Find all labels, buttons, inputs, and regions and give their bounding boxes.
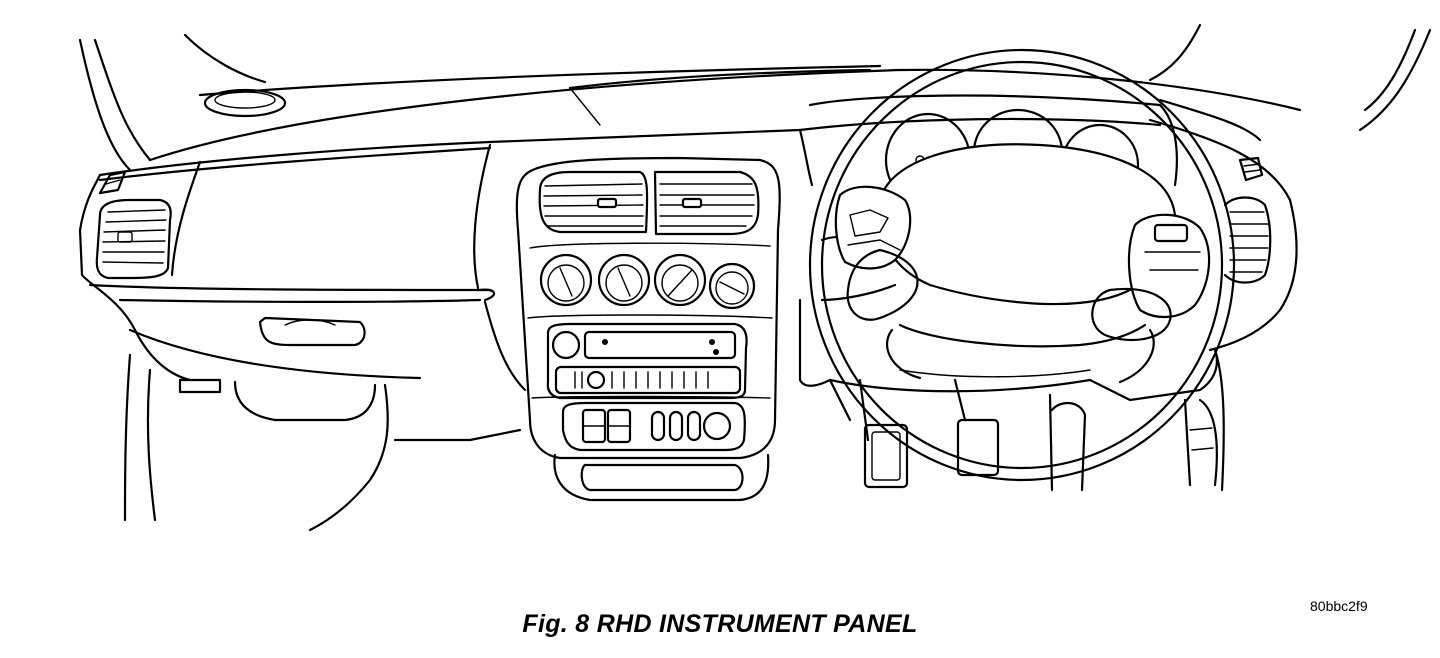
a-pillars <box>78 23 1432 172</box>
dash-speaker <box>203 88 287 118</box>
dashboard-body <box>78 98 1298 392</box>
left-air-vents <box>95 170 172 280</box>
right-air-vents <box>1223 156 1272 284</box>
pedals <box>858 348 1225 492</box>
steering-wheel <box>808 48 1236 482</box>
radio-unit <box>546 322 748 400</box>
switch-bank <box>561 401 746 452</box>
center-stack <box>515 156 781 502</box>
hvac-control-knobs <box>539 253 756 310</box>
reference-code: 80bbc2f9 <box>1310 598 1368 614</box>
figure-caption: Fig. 8 RHD INSTRUMENT PANEL <box>522 610 918 638</box>
left-lower-panel <box>123 353 522 532</box>
dash-top <box>148 64 1302 162</box>
